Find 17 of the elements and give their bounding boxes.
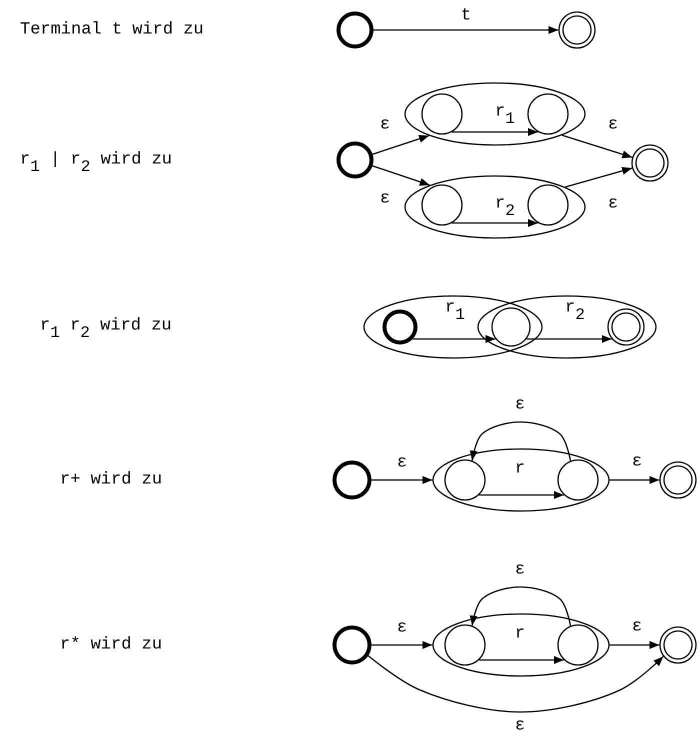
rule-label: r* wird zu — [60, 636, 162, 654]
transition-arrow — [470, 586, 572, 626]
transition-arrow — [610, 476, 660, 484]
transition-arrow — [470, 421, 572, 461]
transition-arrow — [372, 476, 432, 484]
transition-arrow — [412, 335, 496, 343]
transition-arrow — [610, 641, 660, 649]
transition-arrow — [565, 166, 632, 188]
transition-arrow — [372, 641, 432, 649]
transition-arrow — [372, 165, 430, 186]
transition-arrow — [372, 135, 430, 155]
transition-arrow — [526, 335, 612, 343]
transition-arrow — [562, 134, 632, 158]
rule-label: r+ wird zu — [60, 470, 162, 490]
transition-arrow — [368, 655, 664, 713]
transition-arrow — [374, 26, 558, 34]
rule-label: Terminal t wird zu — [20, 20, 204, 40]
